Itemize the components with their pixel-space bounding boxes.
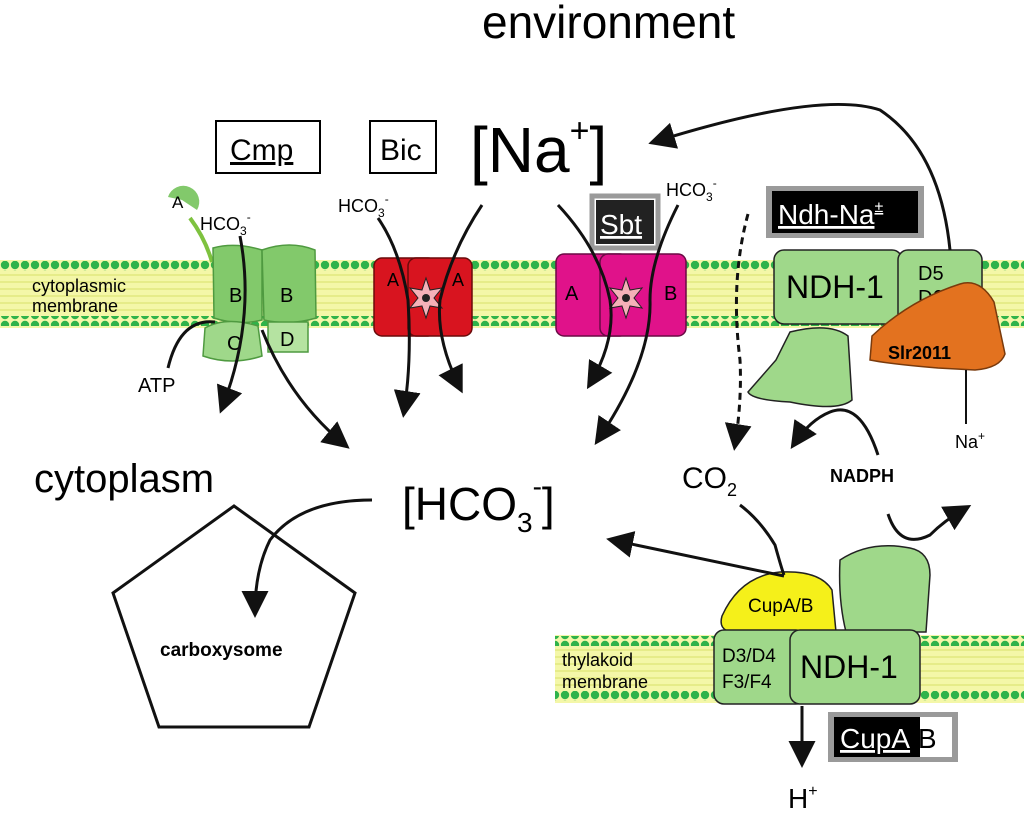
cmp-hco3-label: HCO3- [200,210,251,238]
thylakoid-membrane-label-1: thylakoid [562,650,633,670]
bic-label: Bic [380,134,422,167]
bic-hco3-label: HCO3- [338,192,389,220]
cmp-subunit-a: A [172,193,184,212]
sbt-subunit-b: B [664,283,677,305]
sbt-subunit-a: A [565,283,579,305]
cmp-subunit-b1: B [229,285,242,307]
carboxysome-label: carboxysome [160,640,283,661]
sbt-label: Sbt [600,209,642,240]
ndh-1-lower-label: NDH-1 [800,649,898,685]
ndh-cupa-complex: CupA/B D3/D4 F3/F4 NDH-1 CupA/B [713,545,958,762]
ndh-na-label: Ndh-Na± [778,199,883,230]
sodium-ion-label: [Na+] [470,112,607,186]
bic-subunit-a2: A [452,270,464,290]
cupab-label: CupA/B [748,596,813,617]
carboxysome-pentagon [111,504,357,729]
thylakoid-membrane-label-2: membrane [562,672,648,692]
cytoplasmic-membrane-label-2: membrane [32,296,118,316]
cmp-label: Cmp [230,134,293,167]
bic-subunit-a1: A [387,270,399,290]
sbt-hco3-label: HCO3- [666,176,717,204]
ndh-1-upper-label: NDH-1 [786,269,884,305]
cupa-box-label: CupA/B [840,723,937,754]
cmp-subunit-b2: B [280,285,293,307]
cytoplasmic-membrane-label-1: cytoplasmic [32,276,126,296]
bicarbonate-pool-label: [HCO3-] [402,471,555,538]
flux-arrows [166,103,972,768]
cmp-subunit-d: D [280,329,294,351]
proton-label: H+ [788,783,818,814]
atp-label: ATP [138,375,175,397]
ndh-d5-label: D5 [918,263,944,285]
environment-label: environment [482,0,735,48]
nadph-label: NADPH [830,466,894,486]
ndh-na-complex: Ndh-Na± NDH-1 D5 D6 Slr2011 [747,186,1006,424]
cytoplasm-label: cytoplasm [34,457,214,501]
ndh-d3d4-label: D3/D4 [722,646,776,667]
cmp-transporter: Cmp A HCO3- B B C D [168,120,321,362]
ndh-f3f4-label: F3/F4 [722,672,772,693]
slr2011-label: Slr2011 [888,343,951,363]
co2-label: CO2 [682,462,737,500]
na-small-label: Na+ [955,429,985,452]
